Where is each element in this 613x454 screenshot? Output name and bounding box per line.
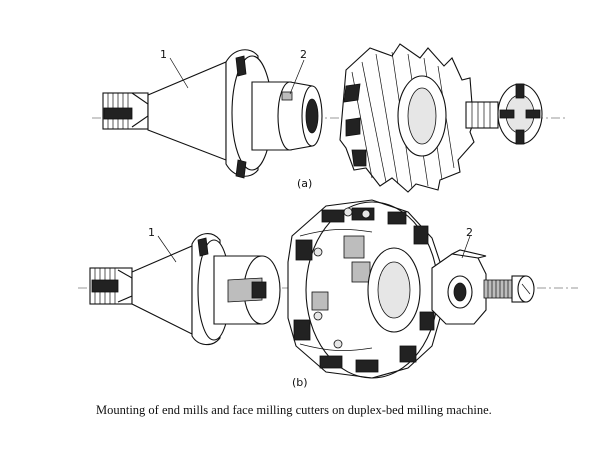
milling-cutter-a [339,43,479,193]
label-b-1: 1 [148,226,155,239]
leader-a-2 [289,59,305,95]
sublabel-b: (b) [292,376,308,389]
face-milling-cutter-b [287,199,441,379]
figure-caption: Mounting of end mills and face milling c… [96,403,492,417]
label-b-2: 2 [466,226,473,239]
locking-screw-a [465,83,543,145]
locking-screw-b [483,275,535,303]
leader-b-1 [157,235,177,263]
leader-a-1 [169,57,189,89]
label-a-1: 1 [160,48,167,61]
tool-holder-b [89,233,281,346]
label-a-2: 2 [300,48,307,61]
tool-holder-a [102,49,323,179]
sublabel-a: (a) [297,177,312,190]
leader-b-2 [461,235,471,259]
clamping-washer-b [431,249,487,325]
view-a: 1 2 (a) [92,43,565,193]
view-b: 1 2 (b) [78,199,578,389]
